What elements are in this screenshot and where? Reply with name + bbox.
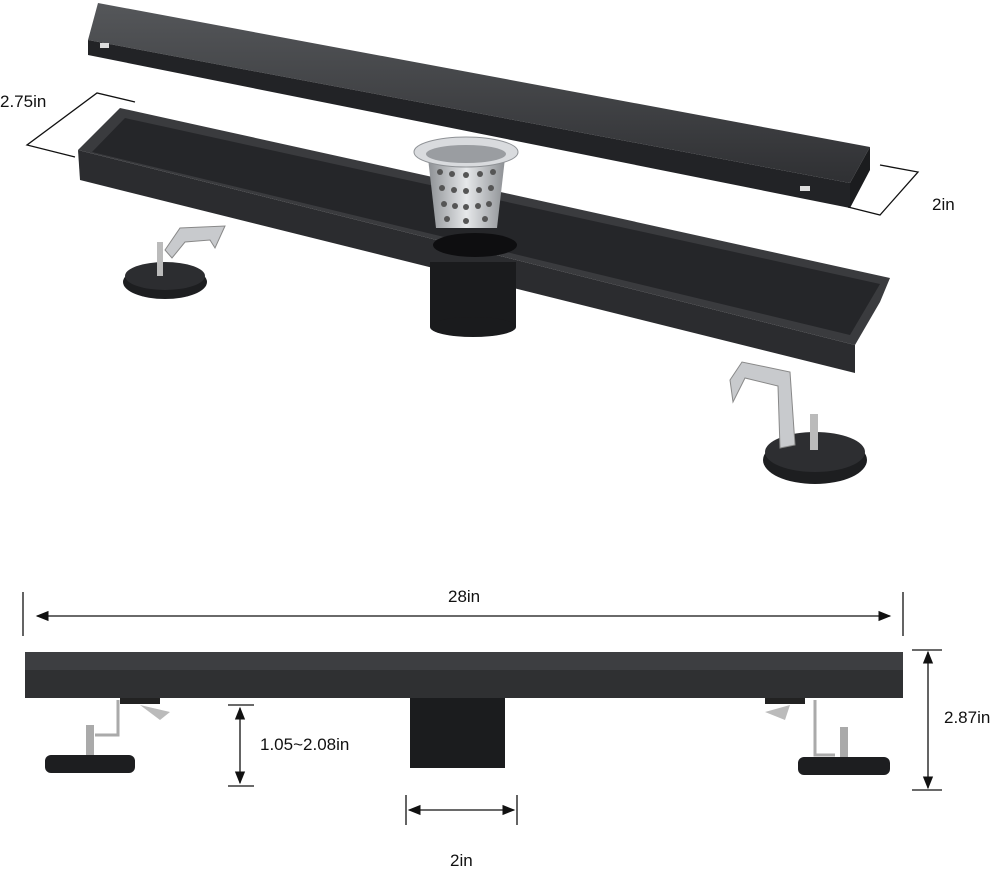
label-adjustable-height: 1.05~2.08in xyxy=(260,735,350,754)
leveling-foot-left xyxy=(123,225,226,299)
side-view xyxy=(25,652,903,775)
leveling-foot-right xyxy=(729,361,867,484)
grate-cover xyxy=(88,3,870,208)
dimension-lines-side xyxy=(22,592,942,825)
label-total-height: 2.87in xyxy=(944,708,991,727)
outlet-pipe xyxy=(430,262,516,337)
strainer-basket xyxy=(413,136,519,228)
label-cover-width: 2in xyxy=(932,195,955,214)
label-outlet-diameter: 2in xyxy=(450,851,473,870)
label-top-width: 2.75in xyxy=(0,92,47,111)
dimension-lines-top xyxy=(25,92,920,216)
label-length: 28in xyxy=(448,587,481,606)
